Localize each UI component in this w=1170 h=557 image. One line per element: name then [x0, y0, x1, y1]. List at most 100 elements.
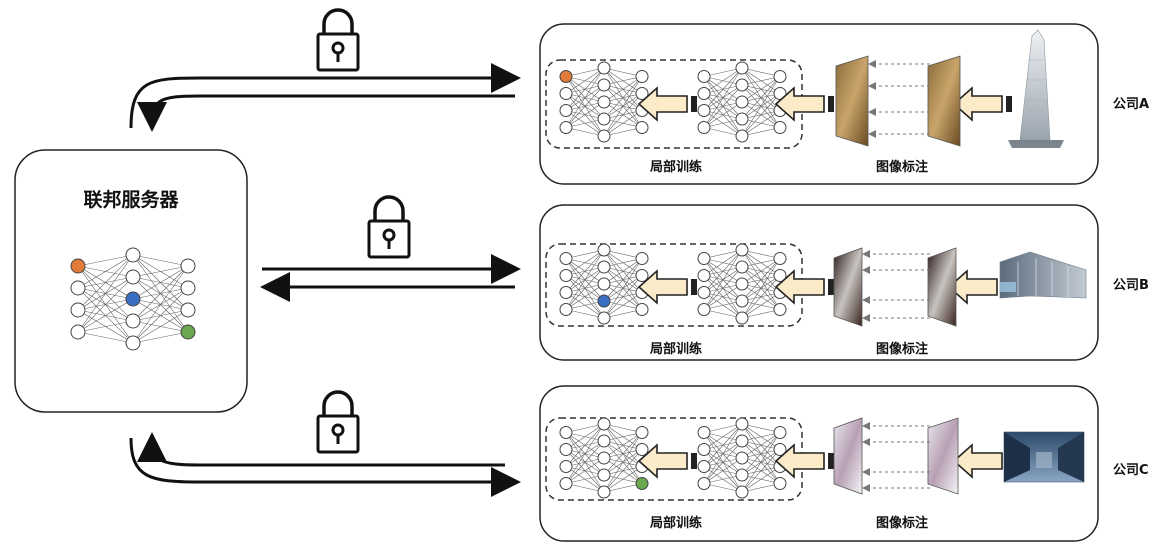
network-node — [597, 311, 611, 325]
image-annotation-label: 图像标注 — [876, 515, 928, 531]
network-node — [559, 477, 573, 490]
local-neural-network — [559, 243, 649, 325]
network-node — [735, 277, 749, 291]
network-node — [697, 121, 711, 134]
network-node — [635, 303, 649, 316]
network-node — [70, 280, 86, 296]
company-b-panel: 局部训练 图像标注 — [539, 204, 1099, 361]
network-node — [559, 269, 573, 282]
network-node — [735, 78, 749, 92]
annotated-image — [833, 247, 863, 327]
network-node — [559, 104, 573, 117]
network-node — [635, 426, 649, 439]
left-arrow-icon — [774, 269, 834, 305]
annotated-image — [833, 417, 863, 495]
network-node — [697, 460, 711, 473]
network-node — [559, 460, 573, 473]
local-neural-network — [697, 61, 787, 143]
left-arrow-icon — [952, 86, 1012, 122]
network-node — [697, 443, 711, 456]
local-training-label: 局部训练 — [650, 159, 702, 175]
left-arrow-icon — [637, 269, 697, 305]
network-node — [125, 247, 141, 263]
network-node — [597, 112, 611, 126]
building-photo — [999, 251, 1087, 299]
network-node — [735, 311, 749, 325]
network-node — [70, 258, 86, 274]
network-node — [635, 443, 649, 456]
company-a-panel: 局部训练 图像标注 — [539, 23, 1099, 185]
network-node — [735, 129, 749, 143]
network-node — [697, 286, 711, 299]
arrow-to-company-c — [129, 437, 521, 497]
left-arrow-icon — [774, 443, 834, 479]
network-node — [697, 70, 711, 83]
network-node — [773, 426, 787, 439]
dashed-projection-lines — [862, 422, 930, 492]
network-node — [125, 269, 141, 285]
network-node — [597, 294, 611, 308]
network-node — [735, 485, 749, 499]
dashed-projection-lines — [868, 60, 930, 138]
network-node — [697, 303, 711, 316]
company-c-panel: 局部训练 图像标注 — [539, 385, 1099, 542]
network-node — [180, 302, 196, 318]
network-node — [735, 112, 749, 126]
local-training-box — [545, 59, 803, 149]
server-title: 联邦服务器 — [83, 188, 179, 211]
local-neural-network — [697, 243, 787, 325]
network-node — [180, 324, 196, 340]
network-node — [773, 477, 787, 490]
network-node — [697, 87, 711, 100]
network-node — [735, 434, 749, 448]
network-node — [773, 70, 787, 83]
image-annotation-label: 图像标注 — [876, 341, 928, 357]
network-node — [597, 277, 611, 291]
network-node — [635, 121, 649, 134]
skyscraper-photo — [1008, 29, 1064, 148]
network-node — [773, 121, 787, 134]
network-node — [697, 426, 711, 439]
network-node — [773, 303, 787, 316]
network-node — [125, 335, 141, 351]
network-node — [70, 302, 86, 318]
network-node — [559, 252, 573, 265]
network-node — [635, 269, 649, 282]
network-node — [735, 260, 749, 274]
network-node — [597, 243, 611, 257]
network-node — [559, 303, 573, 316]
left-arrow-icon — [774, 86, 834, 122]
lock-icon — [316, 390, 360, 454]
network-node — [735, 468, 749, 482]
source-image — [927, 417, 959, 495]
network-node — [735, 417, 749, 431]
arrow-from-company-a — [137, 94, 515, 132]
network-node — [597, 434, 611, 448]
network-node — [597, 78, 611, 92]
network-node — [125, 291, 141, 307]
network-node — [735, 294, 749, 308]
network-node — [635, 252, 649, 265]
network-node — [773, 269, 787, 282]
network-node — [635, 87, 649, 100]
company-a-name: 公司A — [1113, 97, 1149, 112]
annotated-image — [835, 55, 869, 147]
source-image — [927, 55, 961, 147]
network-node — [559, 87, 573, 100]
server-neural-network — [70, 247, 196, 351]
left-arrow-icon — [637, 86, 697, 122]
arrow-to-company-a — [129, 63, 521, 129]
network-node — [559, 70, 573, 83]
network-node — [773, 252, 787, 265]
source-image — [927, 247, 957, 327]
local-neural-network — [697, 417, 787, 499]
lock-icon — [367, 195, 411, 259]
network-node — [735, 451, 749, 465]
network-node — [735, 95, 749, 109]
network-node — [180, 258, 196, 274]
network-node — [697, 252, 711, 265]
network-connections — [77, 254, 189, 344]
left-arrow-icon — [637, 443, 697, 479]
company-b-name: 公司B — [1113, 278, 1149, 293]
